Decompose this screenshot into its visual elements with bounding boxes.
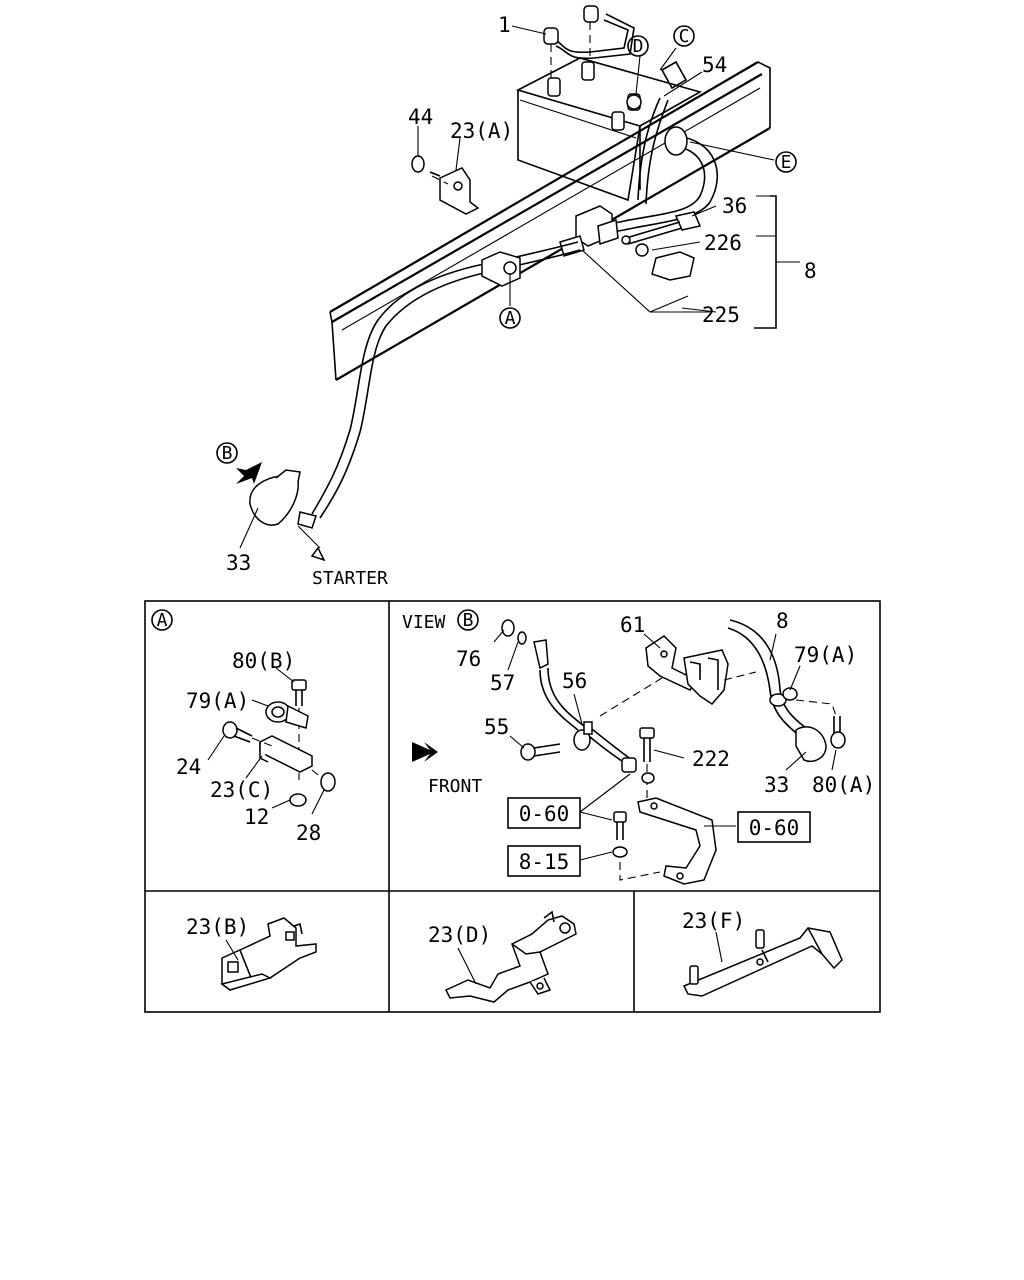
washer-57: [517, 631, 527, 645]
svg-text:B: B: [463, 610, 474, 631]
callout-36: 36: [722, 194, 747, 218]
nut-76: [501, 619, 515, 637]
panel-23f: 23(F): [682, 909, 843, 997]
main-assembly-view: 1 54 44 23(A) 36 226 8 225 33 STARTER C …: [216, 5, 817, 589]
box-060-left: 0-60: [507, 797, 581, 829]
clip-56: [573, 721, 593, 751]
bracket-61: [599, 635, 757, 717]
detail-a-marker: A: [151, 609, 173, 631]
bolt-222: [639, 727, 655, 800]
callout-56: 56: [562, 669, 587, 693]
callout-23d: 23(D): [428, 923, 491, 947]
bracket-23c: [259, 735, 313, 773]
callout-226: 226: [704, 231, 742, 255]
panel-23d: 23(D): [428, 910, 577, 1003]
front-arrow: [412, 742, 438, 762]
callout-33: 33: [226, 551, 251, 575]
callout-8-view-b: 8: [776, 609, 789, 633]
ref-marker-c: C: [673, 25, 695, 47]
nut-12: [289, 793, 307, 807]
callout-222: 222: [692, 747, 730, 771]
bolt-small: [612, 811, 628, 858]
callout-8: 8: [804, 259, 817, 283]
battery-terminal: [547, 61, 641, 131]
front-label: FRONT: [428, 776, 482, 797]
bracket-23f: [682, 927, 843, 997]
callout-23b: 23(B): [186, 915, 249, 939]
callout-57: 57: [490, 671, 515, 695]
view-b-marker: B: [457, 609, 479, 631]
svg-text:B: B: [222, 443, 233, 464]
callout-1: 1: [498, 13, 511, 37]
callout-80b: 80(B): [232, 649, 295, 673]
callout-23f: 23(F): [682, 909, 745, 933]
callout-55: 55: [484, 715, 509, 739]
svg-text:0-60: 0-60: [519, 802, 570, 826]
ground-cable: [533, 639, 637, 773]
starter-label: STARTER: [312, 568, 388, 589]
callout-33-view-b: 33: [764, 773, 789, 797]
bolt-24: [222, 721, 273, 747]
starter-cable: [297, 241, 581, 562]
callout-225: 225: [702, 303, 740, 327]
bolt-55: [520, 743, 561, 761]
panel-23b: 23(B): [186, 915, 317, 991]
svg-text:D: D: [633, 36, 644, 57]
callout-28: 28: [296, 821, 321, 845]
callout-24: 24: [176, 755, 201, 779]
callout-76: 76: [456, 647, 481, 671]
ref-marker-b: B: [216, 442, 238, 464]
bracket-23b: [220, 917, 317, 991]
callout-79a: 79(A): [186, 689, 249, 713]
svg-text:A: A: [157, 610, 168, 631]
view-b-title: VIEW: [402, 612, 446, 633]
detail-panels-frame: [144, 600, 881, 1013]
junction-block: [559, 205, 710, 313]
mounting-bracket: [619, 797, 717, 885]
nut-28: [311, 769, 336, 792]
bracket-23d: [444, 910, 577, 1003]
callout-61: 61: [620, 613, 645, 637]
ref-marker-d: D: [627, 35, 649, 57]
terminal-boot-33: [249, 469, 301, 526]
callout-12: 12: [244, 805, 269, 829]
bolt-80a: [795, 699, 846, 749]
ref-marker-a: A: [499, 307, 521, 329]
callout-54: 54: [702, 53, 727, 77]
box-815: 8-15: [507, 845, 581, 877]
callout-79a-view-b: 79(A): [794, 643, 857, 667]
battery-cable-1: [543, 5, 635, 78]
svg-text:C: C: [679, 26, 690, 47]
clip-79a: [265, 701, 309, 729]
svg-text:8-15: 8-15: [519, 850, 570, 874]
callout-23c: 23(C): [210, 778, 273, 802]
view-b-arrow: [236, 462, 262, 484]
callout-44: 44: [408, 105, 433, 129]
box-060-right: 0-60: [737, 811, 811, 843]
clamp-23a: [411, 155, 480, 215]
detail-a-panel: A: [151, 609, 336, 845]
cable-clip-a: [481, 251, 521, 306]
svg-text:E: E: [781, 152, 792, 173]
svg-text:0-60: 0-60: [749, 816, 800, 840]
cable-8: [727, 619, 827, 762]
ref-marker-e: E: [775, 151, 797, 173]
main-battery-cable: [595, 60, 719, 235]
svg-text:A: A: [505, 308, 516, 329]
callout-23a: 23(A): [450, 119, 513, 143]
battery: [515, 57, 703, 202]
view-b-panel: VIEW B: [402, 609, 875, 885]
callout-80a: 80(A): [812, 773, 875, 797]
